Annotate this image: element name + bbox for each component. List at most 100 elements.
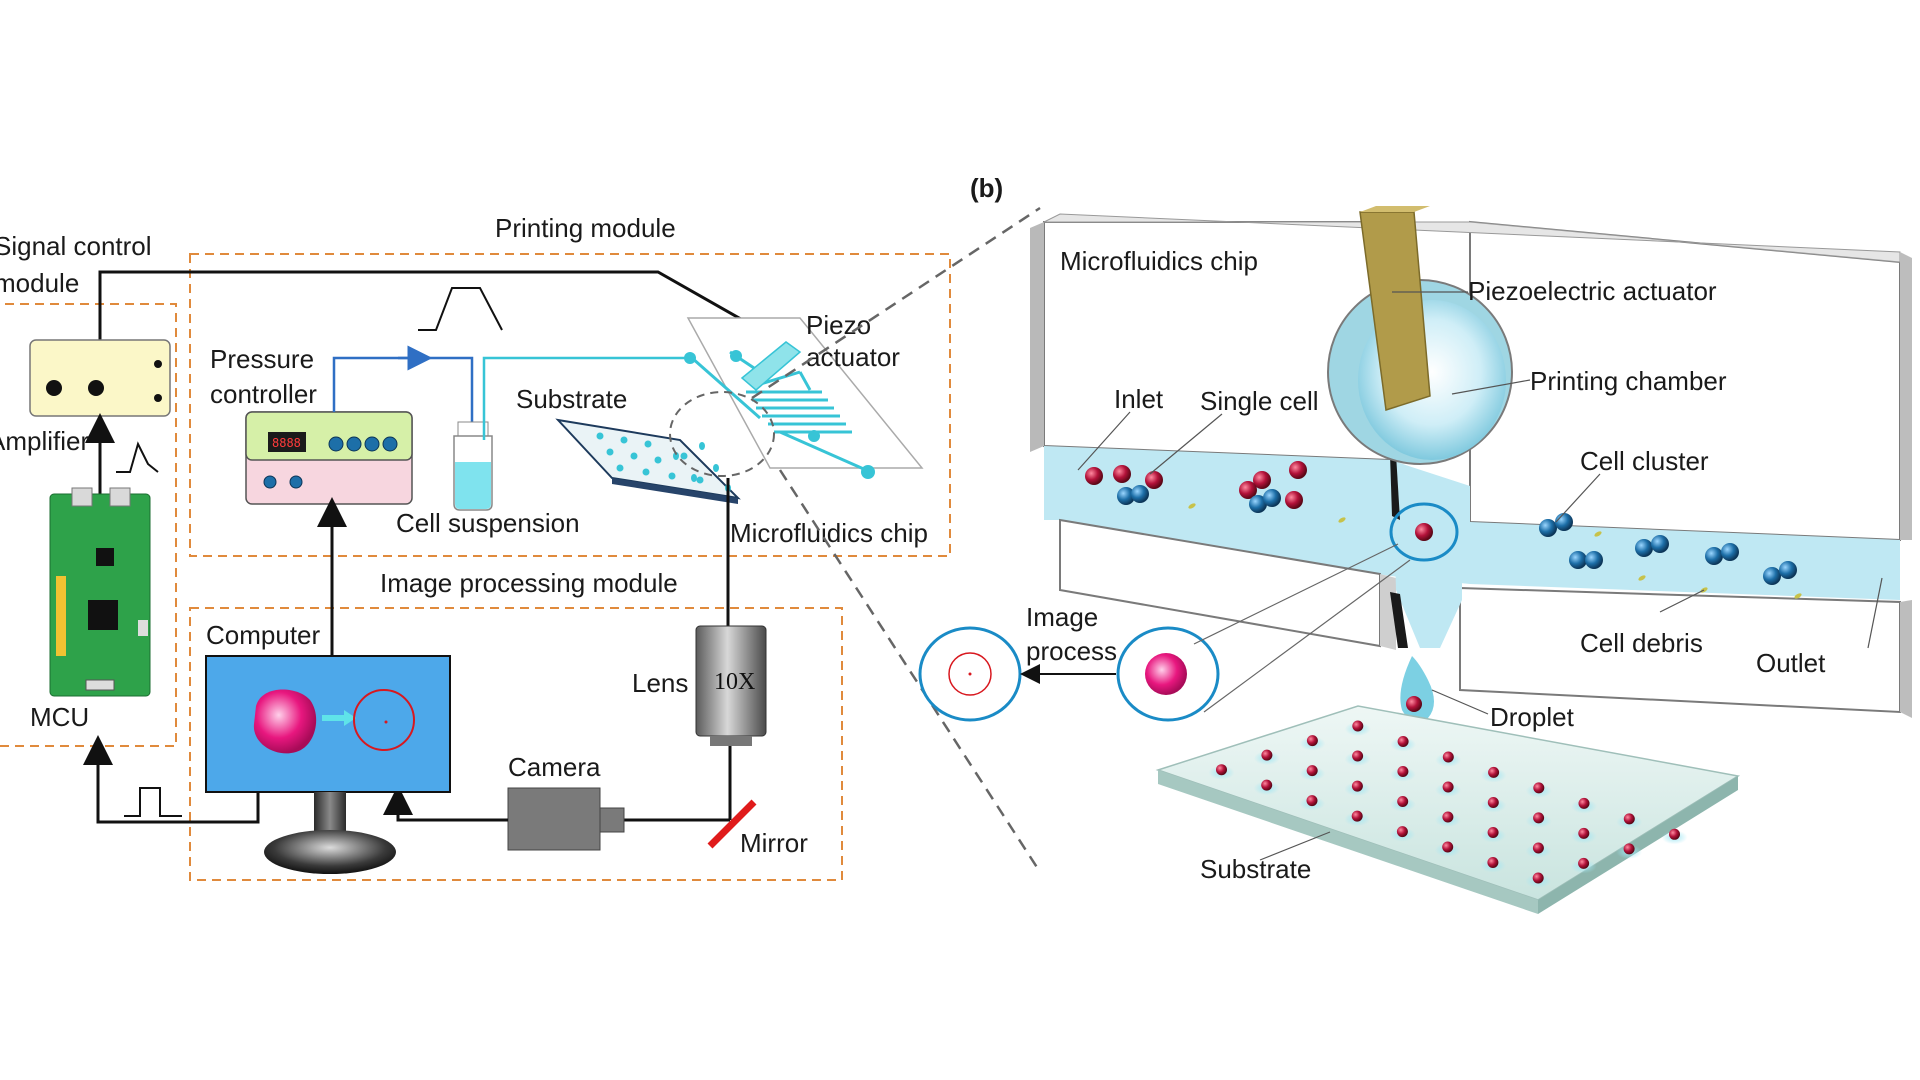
printed-single-cell	[1306, 735, 1318, 747]
pressure-button-1	[328, 436, 344, 452]
cell-debris-label: Cell debris	[1580, 628, 1703, 658]
trapezoid-pulse-icon	[418, 287, 503, 331]
cell-suspension-vial	[453, 421, 493, 511]
printed-single-cell	[1669, 828, 1680, 840]
printed-single-cell	[1487, 797, 1499, 808]
channel-cell	[1113, 465, 1131, 483]
ejected-droplet	[1400, 656, 1434, 722]
image-processing-module-title: Image processing module	[380, 568, 678, 598]
printed-single-cell	[1487, 857, 1499, 868]
mirror	[707, 799, 757, 849]
monitor-stand	[314, 792, 346, 834]
camera-device	[507, 787, 625, 851]
printed-single-cell	[1533, 812, 1545, 824]
cell-suspension-label: Cell suspension	[396, 508, 580, 538]
cell-cluster-label: Cell cluster	[1580, 446, 1709, 476]
pressure-button-3	[364, 436, 380, 452]
computer-to-mcu-wire	[83, 735, 260, 824]
printed-single-cell	[1442, 751, 1454, 763]
computer-label: Computer	[206, 620, 320, 650]
image-process-label-line1: Image	[1026, 602, 1098, 632]
computer-monitor	[205, 655, 451, 874]
amplifier-device	[29, 339, 171, 417]
chip-port-2	[730, 350, 742, 362]
printed-single-cell	[1261, 749, 1273, 761]
lens-label: Lens	[632, 668, 688, 698]
printed-single-cell	[1396, 826, 1408, 838]
amplifier-knob-2	[88, 380, 104, 396]
channel-cell	[1253, 471, 1271, 489]
chip-label-b: Microfluidics chip	[1060, 246, 1258, 276]
mcu-usb-port-2	[109, 487, 131, 507]
pressure-controller-label-line1: Pressure	[210, 344, 314, 374]
panel-b: (b)	[918, 173, 1912, 914]
single-cell-label: Single cell	[1200, 386, 1319, 416]
printed-single-cell	[1623, 813, 1635, 825]
channel-cell	[1289, 461, 1307, 479]
mcu-connector	[85, 679, 115, 691]
amplifier-port-1	[154, 360, 162, 368]
printed-single-cell	[1397, 736, 1409, 747]
sample-tubing	[482, 356, 688, 440]
amplifier-label: Amplifier	[0, 426, 89, 456]
chip-port-inlet	[684, 352, 696, 364]
selected-cell-to-image-line-2	[1203, 559, 1411, 713]
amplifier-to-piezo-wire	[98, 270, 791, 349]
mcu-board	[49, 487, 151, 697]
piezoelectric-actuator-label: Piezoelectric actuator	[1468, 276, 1717, 306]
substrate-spots-small	[596, 432, 704, 484]
printed-single-cell	[1306, 795, 1318, 807]
mcu-label: MCU	[30, 702, 89, 732]
image-process-label-line2: process	[1026, 636, 1117, 666]
channel-cell	[1285, 491, 1303, 509]
image-processing-module-border	[189, 607, 843, 881]
microfluidics-chip-3d	[1030, 206, 1912, 718]
substrate-label-a: Substrate	[516, 384, 627, 414]
printed-single-cell	[1352, 750, 1364, 762]
printed-single-cell	[1442, 811, 1454, 823]
selected-single-cell	[1415, 523, 1433, 541]
printed-single-cell	[1532, 842, 1544, 854]
printing-chamber-label: Printing chamber	[1530, 366, 1727, 396]
printed-single-cell	[1351, 810, 1363, 822]
amplifier-knob-1	[46, 380, 62, 396]
mcu-header-pins	[56, 576, 66, 656]
panel-a: Signal control module Printing module Im…	[0, 213, 951, 881]
panel-b-tag: (b)	[970, 173, 1003, 203]
printed-single-cell	[1488, 766, 1500, 778]
printed-single-cell	[1442, 841, 1454, 853]
substrate-label-b: Substrate	[1200, 854, 1311, 884]
mirror-label: Mirror	[740, 828, 808, 858]
pressure-button-4	[382, 436, 398, 452]
mcu-chip-small	[96, 548, 114, 566]
chip-serpentine-channel	[746, 370, 852, 434]
channel-cell	[1145, 471, 1163, 489]
piezo-label-line2: actuator	[806, 342, 900, 372]
printing-module-border	[189, 253, 951, 557]
processed-cell-outline	[353, 689, 415, 751]
substrate-plate-large	[1155, 705, 1741, 914]
mcu-chip-main	[88, 600, 118, 630]
selected-cell-highlight	[1389, 502, 1459, 562]
cell-image-blob	[253, 689, 317, 754]
printed-single-cell	[1623, 843, 1635, 855]
outlet-label: Outlet	[1756, 648, 1826, 678]
pressure-knob-1	[263, 475, 277, 489]
piezo-label-line1: Piezo	[806, 310, 871, 340]
camera-to-computer-wire	[383, 785, 508, 822]
zoom-region-ellipse	[669, 391, 775, 477]
printed-single-cell	[1533, 782, 1545, 794]
printed-single-cell	[1578, 857, 1590, 869]
channel-cell	[1239, 481, 1257, 499]
printed-single-cell	[1397, 766, 1409, 777]
monitor-base	[264, 830, 396, 874]
channel-cell-clusters	[1117, 485, 1797, 585]
printed-single-cell	[1351, 780, 1363, 792]
signal-control-title-line2: module	[0, 268, 79, 298]
mcu-usb-port-1	[71, 487, 93, 507]
pressure-controller-label-line2: controller	[210, 379, 317, 409]
microfluidics-chip-small	[684, 317, 924, 479]
channel-cell	[1085, 467, 1103, 485]
chip-port-3	[808, 430, 820, 442]
